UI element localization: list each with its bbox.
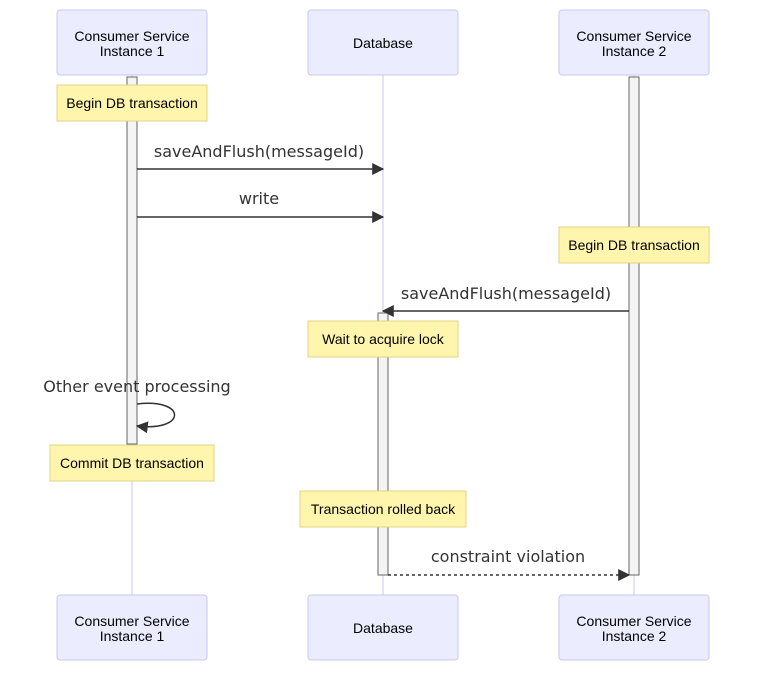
participant-label: Database: [353, 35, 413, 51]
participant-label-line-1: Consumer Service: [576, 613, 691, 629]
note-label: Transaction rolled back: [311, 501, 456, 517]
message-constraint-violation: constraint violation: [388, 547, 631, 581]
participant-database-top: Database: [307, 9, 459, 76]
message-save-and-flush-instance-1: saveAndFlush(messageId): [137, 142, 385, 175]
message-label: constraint violation: [431, 547, 585, 566]
participant-database-bottom: Database: [307, 594, 459, 661]
participant-consumer-instance-1-top: Consumer Service Instance 1: [56, 9, 208, 76]
activation-consumer-instance-1: [126, 76, 138, 445]
participant-label: Database: [353, 620, 413, 636]
participant-label-line-2: Instance 1: [100, 43, 165, 59]
message-other-event-processing: Other event processing: [43, 377, 231, 434]
participant-label-line-2: Instance 1: [100, 628, 165, 644]
participant-label-line-1: Consumer Service: [576, 28, 691, 44]
self-message-arrow: [135, 402, 176, 434]
note-commit-transaction: Commit DB transaction: [49, 444, 215, 482]
message-label: Other event processing: [43, 377, 230, 396]
participant-label-line-1: Consumer Service: [74, 613, 189, 629]
participant-label-line-2: Instance 2: [602, 43, 667, 59]
message-label: saveAndFlush(messageId): [154, 142, 364, 161]
note-label: Begin DB transaction: [568, 237, 700, 253]
participant-label-line-2: Instance 2: [602, 628, 667, 644]
message-label: saveAndFlush(messageId): [401, 284, 611, 303]
note-wait-to-acquire-lock: Wait to acquire lock: [307, 320, 459, 358]
message-write: write: [137, 189, 385, 223]
note-begin-transaction-instance-2: Begin DB transaction: [558, 226, 710, 264]
participant-label-line-1: Consumer Service: [74, 28, 189, 44]
message-save-and-flush-instance-2: saveAndFlush(messageId): [381, 284, 629, 317]
note-transaction-rolled-back: Transaction rolled back: [299, 490, 467, 528]
participant-consumer-instance-2-bottom: Consumer Service Instance 2: [558, 594, 710, 661]
message-label: write: [239, 189, 279, 208]
participant-consumer-instance-2-top: Consumer Service Instance 2: [558, 9, 710, 76]
participant-consumer-instance-1-bottom: Consumer Service Instance 1: [56, 594, 208, 661]
note-label: Begin DB transaction: [66, 95, 198, 111]
activation-consumer-instance-2: [628, 76, 640, 576]
note-begin-transaction-instance-1: Begin DB transaction: [56, 84, 208, 122]
note-label: Commit DB transaction: [60, 455, 204, 471]
note-label: Wait to acquire lock: [322, 331, 445, 347]
